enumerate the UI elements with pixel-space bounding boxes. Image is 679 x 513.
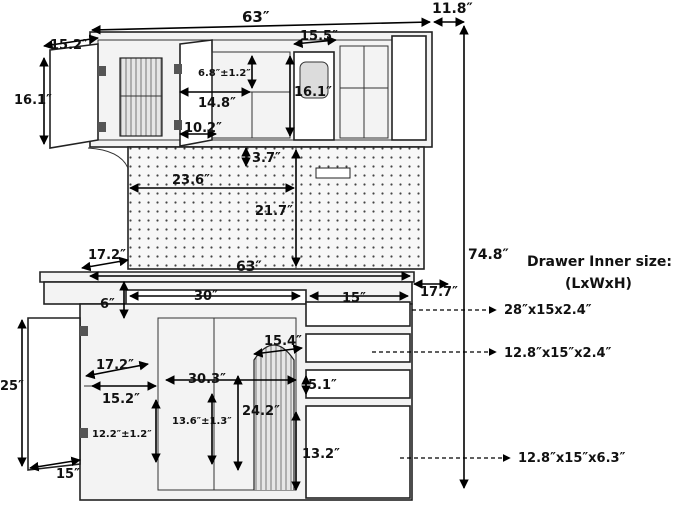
label-pegboard-gap: 3.7″ [252, 151, 281, 166]
hinge [174, 64, 182, 74]
label-top-door-height: 16.1″ [14, 93, 52, 108]
label-small-gap: 5.1″ [308, 378, 337, 393]
label-base-width: 63″ [236, 259, 262, 275]
hinge [174, 120, 182, 130]
drawer-size-2: 12.8″x15″x2.4″ [504, 346, 612, 361]
label-base-side-depth: 17.7″ [420, 285, 458, 300]
drawer-size-3: 12.8″x15″x6.3″ [518, 451, 626, 466]
drawer-right-2 [305, 333, 411, 363]
left-door [49, 43, 99, 149]
label-top-shelf-width: 14.8″ [198, 96, 236, 111]
label-pegboard-width: 23.6″ [172, 173, 210, 188]
label-pegboard-height: 21.7″ [255, 204, 293, 219]
dimension-lines [17, 17, 511, 491]
label-top-center-width: 15.5″ [300, 29, 338, 44]
pegboard [127, 146, 425, 270]
dimension-labels: 63″ 11.8″ 15.2″ 15.5″ 16.1″ 6.8″±1.2″ 14… [0, 1, 509, 482]
legend-subtitle: (LxWxH) [565, 276, 632, 292]
label-total-height: 74.8″ [468, 247, 509, 263]
label-center-open-width: 30.3″ [188, 372, 226, 387]
top-hutch [49, 31, 433, 149]
legend-title: Drawer Inner size: [527, 254, 672, 270]
ribbed-glass-panel [119, 57, 163, 137]
label-top-inner-width: 10.2″ [184, 121, 222, 136]
label-top-drawer-height: 6″ [100, 297, 115, 312]
left-cabinet-door [27, 317, 81, 471]
hinge [98, 66, 106, 76]
label-center-open-height: 24.2″ [242, 404, 280, 419]
label-right-drawer-width: 15″ [342, 291, 366, 306]
pegboard-section [87, 146, 425, 270]
right-side-panel [391, 35, 427, 141]
label-center-shelf-height: 13.6″±1.3″ [172, 416, 232, 427]
label-top-shelf-height: 6.8″±1.2″ [198, 68, 251, 79]
power-strip [315, 167, 351, 179]
countertop [39, 271, 415, 283]
label-left-cabinet-width: 15″ [56, 467, 80, 482]
label-left-inner-depth: 17.2″ [96, 358, 134, 373]
label-base-depth: 17.2″ [88, 248, 126, 263]
label-right-glass-height: 16.1″ [294, 85, 332, 100]
label-left-cabinet-height: 25″ [0, 379, 24, 394]
label-overall-depth: 11.8″ [432, 1, 473, 17]
drawer-right-3 [305, 369, 411, 399]
label-center-arch-width: 15.4″ [264, 334, 302, 349]
label-left-inner-width: 15.2″ [102, 392, 140, 407]
base-cabinet [27, 271, 415, 501]
hinge [98, 122, 106, 132]
label-left-shelf-height: 12.2″±1.2″ [92, 429, 152, 440]
drawer-inner-legend: Drawer Inner size: (LxWxH) 28″x15x2.4″ 1… [504, 254, 672, 466]
label-top-drawer-width: 30″ [194, 289, 218, 304]
drawer-right-4 [305, 405, 411, 499]
drawer-size-1: 28″x15x2.4″ [504, 303, 592, 318]
drawer-right-1 [305, 301, 411, 327]
label-top-door-width: 15.2″ [50, 38, 88, 53]
label-overall-width: 63″ [242, 8, 270, 26]
label-bottom-gap: 13.2″ [302, 447, 340, 462]
